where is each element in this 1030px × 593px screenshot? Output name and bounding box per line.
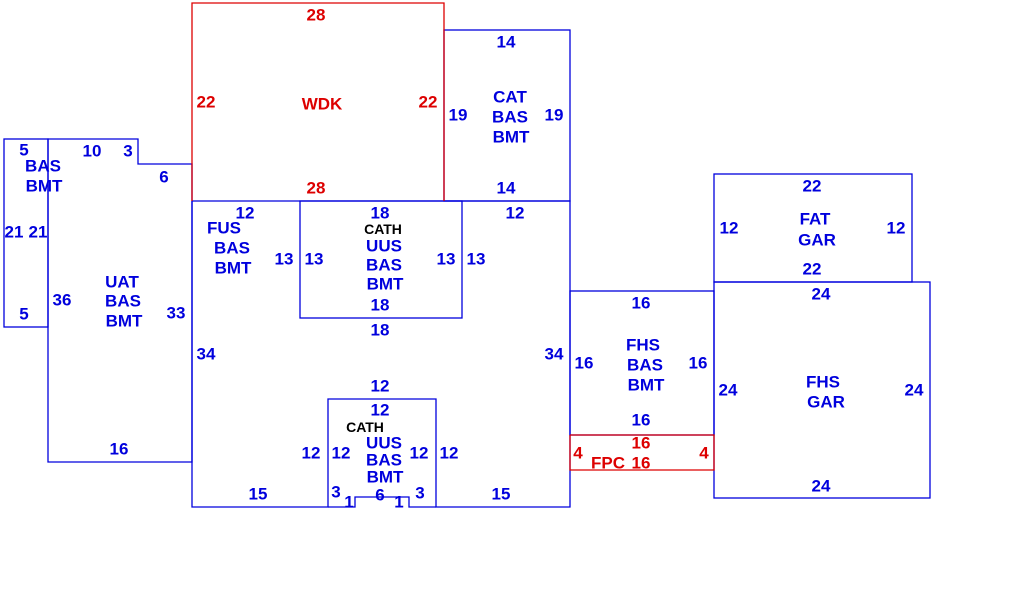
fhs-dimension-label: 16 [632,411,651,430]
fpc-dimension-label: 4 [573,444,583,463]
fhs-area-label: BMT [628,376,665,395]
fpc-dimension-label: 4 [699,444,709,463]
fus-area-label: BAS [214,239,250,258]
uus-top-area-label: BMT [367,275,404,294]
fhs-gar-dimension-label: 24 [812,285,831,304]
area-notch [328,496,436,508]
fat-dimension-label: 22 [803,260,822,279]
fus-dimension-label: 34 [197,345,216,364]
uus-bottom-dimension-label: 3 [415,484,424,503]
uus-top-dimension-label: 13 [305,250,324,269]
uus-bottom-dimension-label: 3 [331,483,340,502]
cat-dimension-label: 19 [449,106,468,125]
uus-bottom-dimension-label: 12 [371,401,390,420]
fpc-dimension-label: 16 [632,454,651,473]
uat-dimension-label: 3 [123,142,132,161]
uus-bottom-dimension-label: 12 [332,444,351,463]
fat-dimension-label: 12 [887,219,906,238]
fus-dimension-label: 12 [506,204,525,223]
uus-bottom-dimension-label: 12 [440,444,459,463]
uus-top-dimension-label: 13 [437,250,456,269]
fus-dimension-label: 34 [545,345,564,364]
fhs-gar-dimension-label: 24 [719,381,738,400]
wdk-dimension-label: 22 [197,93,216,112]
fhs-gar-area-label: FHS [806,373,840,392]
fus-area-label: BMT [215,259,252,278]
wdk-dimension-label: 28 [307,179,326,198]
cat-area-label: BMT [493,128,530,147]
fat-dimension-label: 22 [803,177,822,196]
uat-dimension-label: 10 [83,142,102,161]
uus-top-area-label: CATH [364,221,402,237]
uus-top-dimension-label: 18 [371,321,390,340]
area-fpc [569,434,715,471]
fhs-dimension-label: 16 [689,354,708,373]
left-bas-area-label: BAS [25,157,61,176]
uus-bottom-area-label: BAS [366,451,402,470]
left-bas-dimension-label: 5 [19,305,28,324]
fus-dimension-label: 15 [249,485,268,504]
fus-dimension-label: 12 [236,204,255,223]
uus-top-dimension-label: 13 [467,250,486,269]
cat-area-label: CAT [493,88,527,107]
cat-dimension-label: 14 [497,179,516,198]
fhs-area-label: FHS [626,336,660,355]
uus-bottom-area-label: CATH [346,419,384,435]
fhs-dimension-label: 16 [575,354,594,373]
area-uus-top [299,200,463,319]
fat-dimension-label: 12 [720,219,739,238]
uus-bottom-area-label: BMT [367,468,404,487]
uat-area-label: UAT [105,273,139,292]
uus-bottom-area-label: UUS [366,434,402,453]
uus-bottom-dimension-label: 1 [344,493,353,512]
fhs-gar-dimension-label: 24 [905,381,924,400]
uus-top-dimension-label: 18 [371,204,390,223]
fus-area-label: FUS [207,219,241,238]
fat-area-label: GAR [798,231,836,250]
uat-dimension-label: 21 [29,223,48,242]
uus-top-area-label: UUS [366,237,402,256]
left-bas-area-label: BMT [26,177,63,196]
fat-area-label: FAT [800,210,831,229]
fpc-area-label: FPC [591,454,625,473]
uus-bottom-dimension-label: 12 [371,377,390,396]
wdk-area-label: WDK [302,95,343,114]
fhs-gar-dimension-label: 24 [812,477,831,496]
uat-dimension-label: 16 [110,440,129,459]
left-bas-dimension-label: 21 [5,223,24,242]
uat-dimension-label: 33 [167,304,186,323]
fhs-gar-area-label: GAR [807,393,845,412]
uat-area-label: BAS [105,292,141,311]
fpc-dimension-label: 16 [632,434,651,453]
wdk-dimension-label: 28 [307,6,326,25]
uat-dimension-label: 6 [159,168,168,187]
fhs-dimension-label: 16 [632,294,651,313]
uus-bottom-dimension-label: 1 [394,493,403,512]
uat-area-label: BMT [106,312,143,331]
uus-bottom-dimension-label: 12 [302,444,321,463]
wdk-dimension-label: 22 [419,93,438,112]
fus-dimension-label: 13 [275,250,294,269]
uus-top-dimension-label: 18 [371,296,390,315]
uus-top-area-label: BAS [366,256,402,275]
fhs-area-label: BAS [627,356,663,375]
area-fhs-gar [713,281,931,499]
uus-bottom-dimension-label: 6 [375,486,384,505]
cat-area-label: BAS [492,108,528,127]
cat-dimension-label: 14 [497,33,516,52]
left-bas-dimension-label: 5 [19,141,28,160]
cat-dimension-label: 19 [545,106,564,125]
area-wdk [191,2,445,201]
uus-bottom-dimension-label: 12 [410,444,429,463]
uat-dimension-label: 36 [53,291,72,310]
fus-dimension-label: 15 [492,485,511,504]
